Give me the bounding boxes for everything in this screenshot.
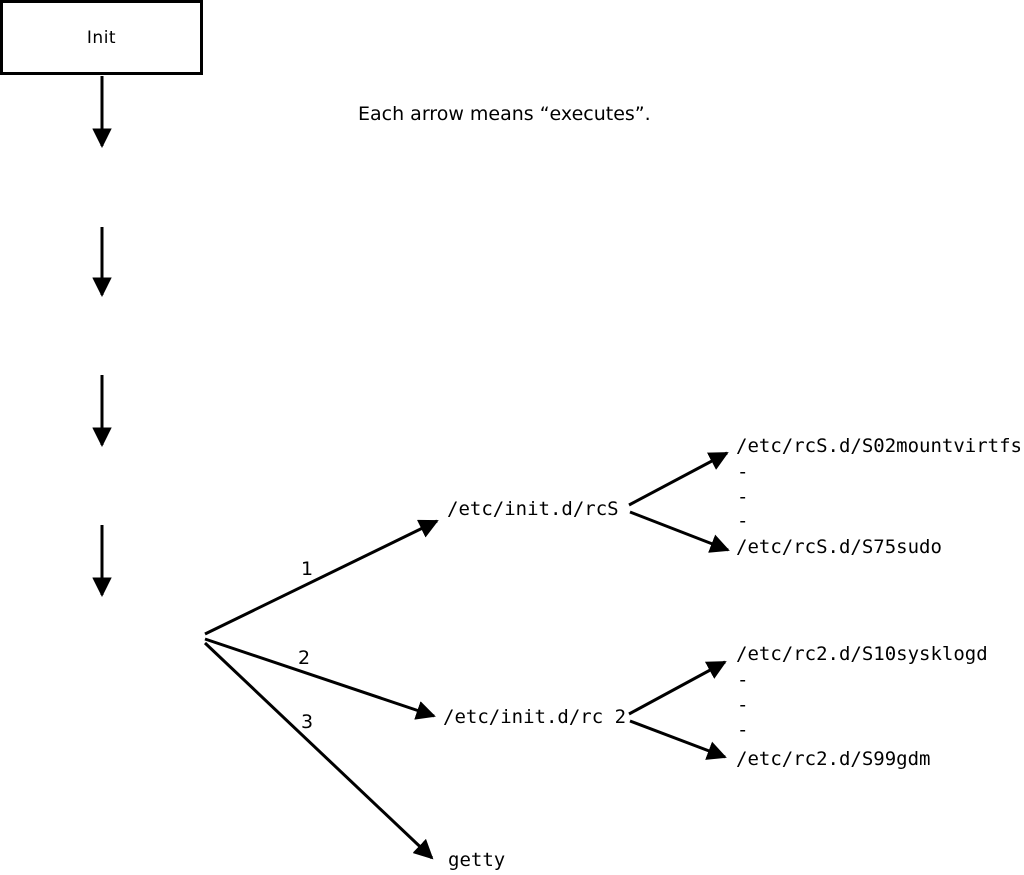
ellipsis-dash: - (737, 719, 749, 741)
ellipsis-dash: - (737, 486, 749, 508)
arrow-order-3: 3 (301, 711, 314, 733)
arrow-order-1: 1 (301, 558, 314, 580)
legend-note: Each arrow means “executes”. (358, 103, 651, 125)
label-getty: getty (448, 849, 506, 871)
label-rc2-first-script: /etc/rc2.d/S10sysklogd (736, 643, 988, 665)
ellipsis-dash: - (737, 461, 749, 483)
ellipsis-dash: - (737, 510, 749, 532)
arrow-rcs-to-s02 (628, 451, 729, 507)
label-etc-init-d-rcs: /etc/init.d/rcS (447, 498, 619, 520)
label-etc-init-d-rc2: /etc/init.d/rc 2 (443, 706, 627, 728)
arrow-rcs-to-s75 (629, 510, 730, 553)
label-rc2-last-script: /etc/rc2.d/S99gdm (736, 748, 931, 770)
arrow-init-to-rc2 (204, 637, 436, 720)
arrow-rc2-to-s10 (628, 660, 727, 716)
ellipsis-dash: - (737, 694, 749, 716)
box-init-label: Init (86, 27, 117, 48)
arrow-rc2-to-s99 (629, 719, 727, 760)
label-rcs-last-script: /etc/rcS.d/S75sudo (736, 536, 942, 558)
arrow-init-to-rcs (204, 519, 439, 636)
label-rcs-first-script: /etc/rcS.d/S02mountvirtfs (736, 435, 1022, 457)
arrow-order-2: 2 (298, 647, 311, 669)
arrow-init-to-getty (203, 641, 434, 860)
box-init: Init (0, 0, 203, 75)
ellipsis-dash: - (737, 669, 749, 691)
